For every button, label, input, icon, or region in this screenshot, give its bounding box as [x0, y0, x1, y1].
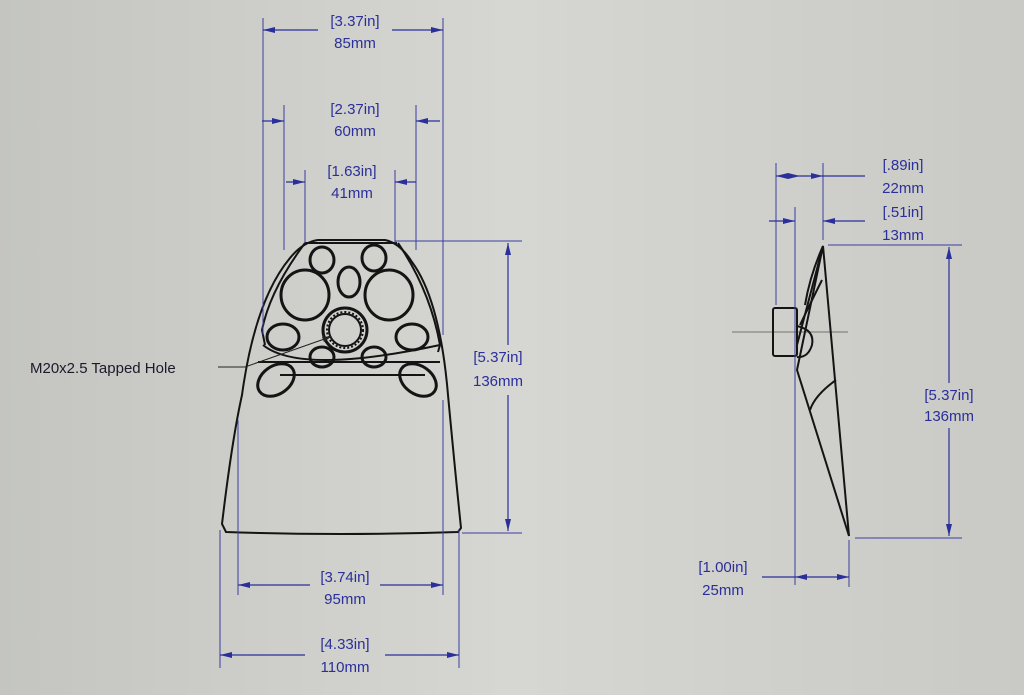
dimension-mid-width: [2.37in] 60mm: [262, 101, 440, 140]
side-part-outline: [772, 245, 850, 537]
dim-boss-mm: 13mm: [882, 227, 924, 244]
lightening-holes: [256, 243, 438, 398]
dim-inner-width-in: [1.63in]: [327, 163, 376, 180]
dim-top-width-in: [3.37in]: [330, 13, 379, 30]
front-part-outline: [220, 239, 463, 535]
dimension-lower-width: [3.74in] 95mm: [238, 569, 443, 608]
dim-front-height-mm: 136mm: [473, 373, 523, 390]
dimension-base-depth: [1.00in] 25mm: [698, 559, 849, 599]
dimension-inner-width: [1.63in] 41mm: [286, 163, 416, 202]
side-extension-lines: [775, 163, 962, 587]
dim-bottom-width-in: [4.33in]: [320, 636, 369, 653]
callout-text: M20x2.5 Tapped Hole: [30, 360, 176, 377]
dim-side-depth-mm: 22mm: [882, 180, 924, 197]
dim-side-depth-in: [.89in]: [883, 157, 924, 174]
dimension-bottom-width: [4.33in] 110mm: [220, 636, 459, 676]
dim-inner-width-mm: 41mm: [331, 185, 373, 202]
tapped-hole: [321, 306, 369, 354]
dim-side-height-mm: 136mm: [924, 408, 974, 425]
dimension-side-height: [5.37in] 136mm: [924, 247, 974, 536]
dim-bottom-width-mm: 110mm: [321, 659, 370, 676]
dim-mid-width-in: [2.37in]: [330, 101, 379, 118]
tapped-hole-callout: M20x2.5 Tapped Hole: [30, 336, 332, 377]
dim-lower-width-mm: 95mm: [324, 591, 366, 608]
front-view: [3.37in] 85mm [2.37in] 60mm [1.63in] 41m…: [30, 13, 523, 676]
dim-base-depth-mm: 25mm: [702, 582, 744, 599]
dim-base-depth-in: [1.00in]: [698, 559, 747, 576]
side-view: [.89in] 22mm [.51in] 13mm [5.37in] 136mm…: [698, 157, 974, 599]
dimension-boss: [.51in] 13mm: [769, 204, 924, 244]
dim-top-width-mm: 85mm: [334, 35, 376, 52]
dim-side-height-in: [5.37in]: [924, 387, 973, 404]
dimension-front-height: [5.37in] 136mm: [473, 243, 523, 531]
dim-front-height-in: [5.37in]: [473, 349, 522, 366]
dimension-top-width: [3.37in] 85mm: [263, 13, 443, 52]
dim-boss-in: [.51in]: [883, 204, 924, 221]
front-extension-lines: [219, 18, 522, 668]
dimension-side-depth: [.89in] 22mm: [776, 157, 924, 197]
dim-mid-width-mm: 60mm: [334, 123, 376, 140]
dim-lower-width-in: [3.74in]: [320, 569, 369, 586]
